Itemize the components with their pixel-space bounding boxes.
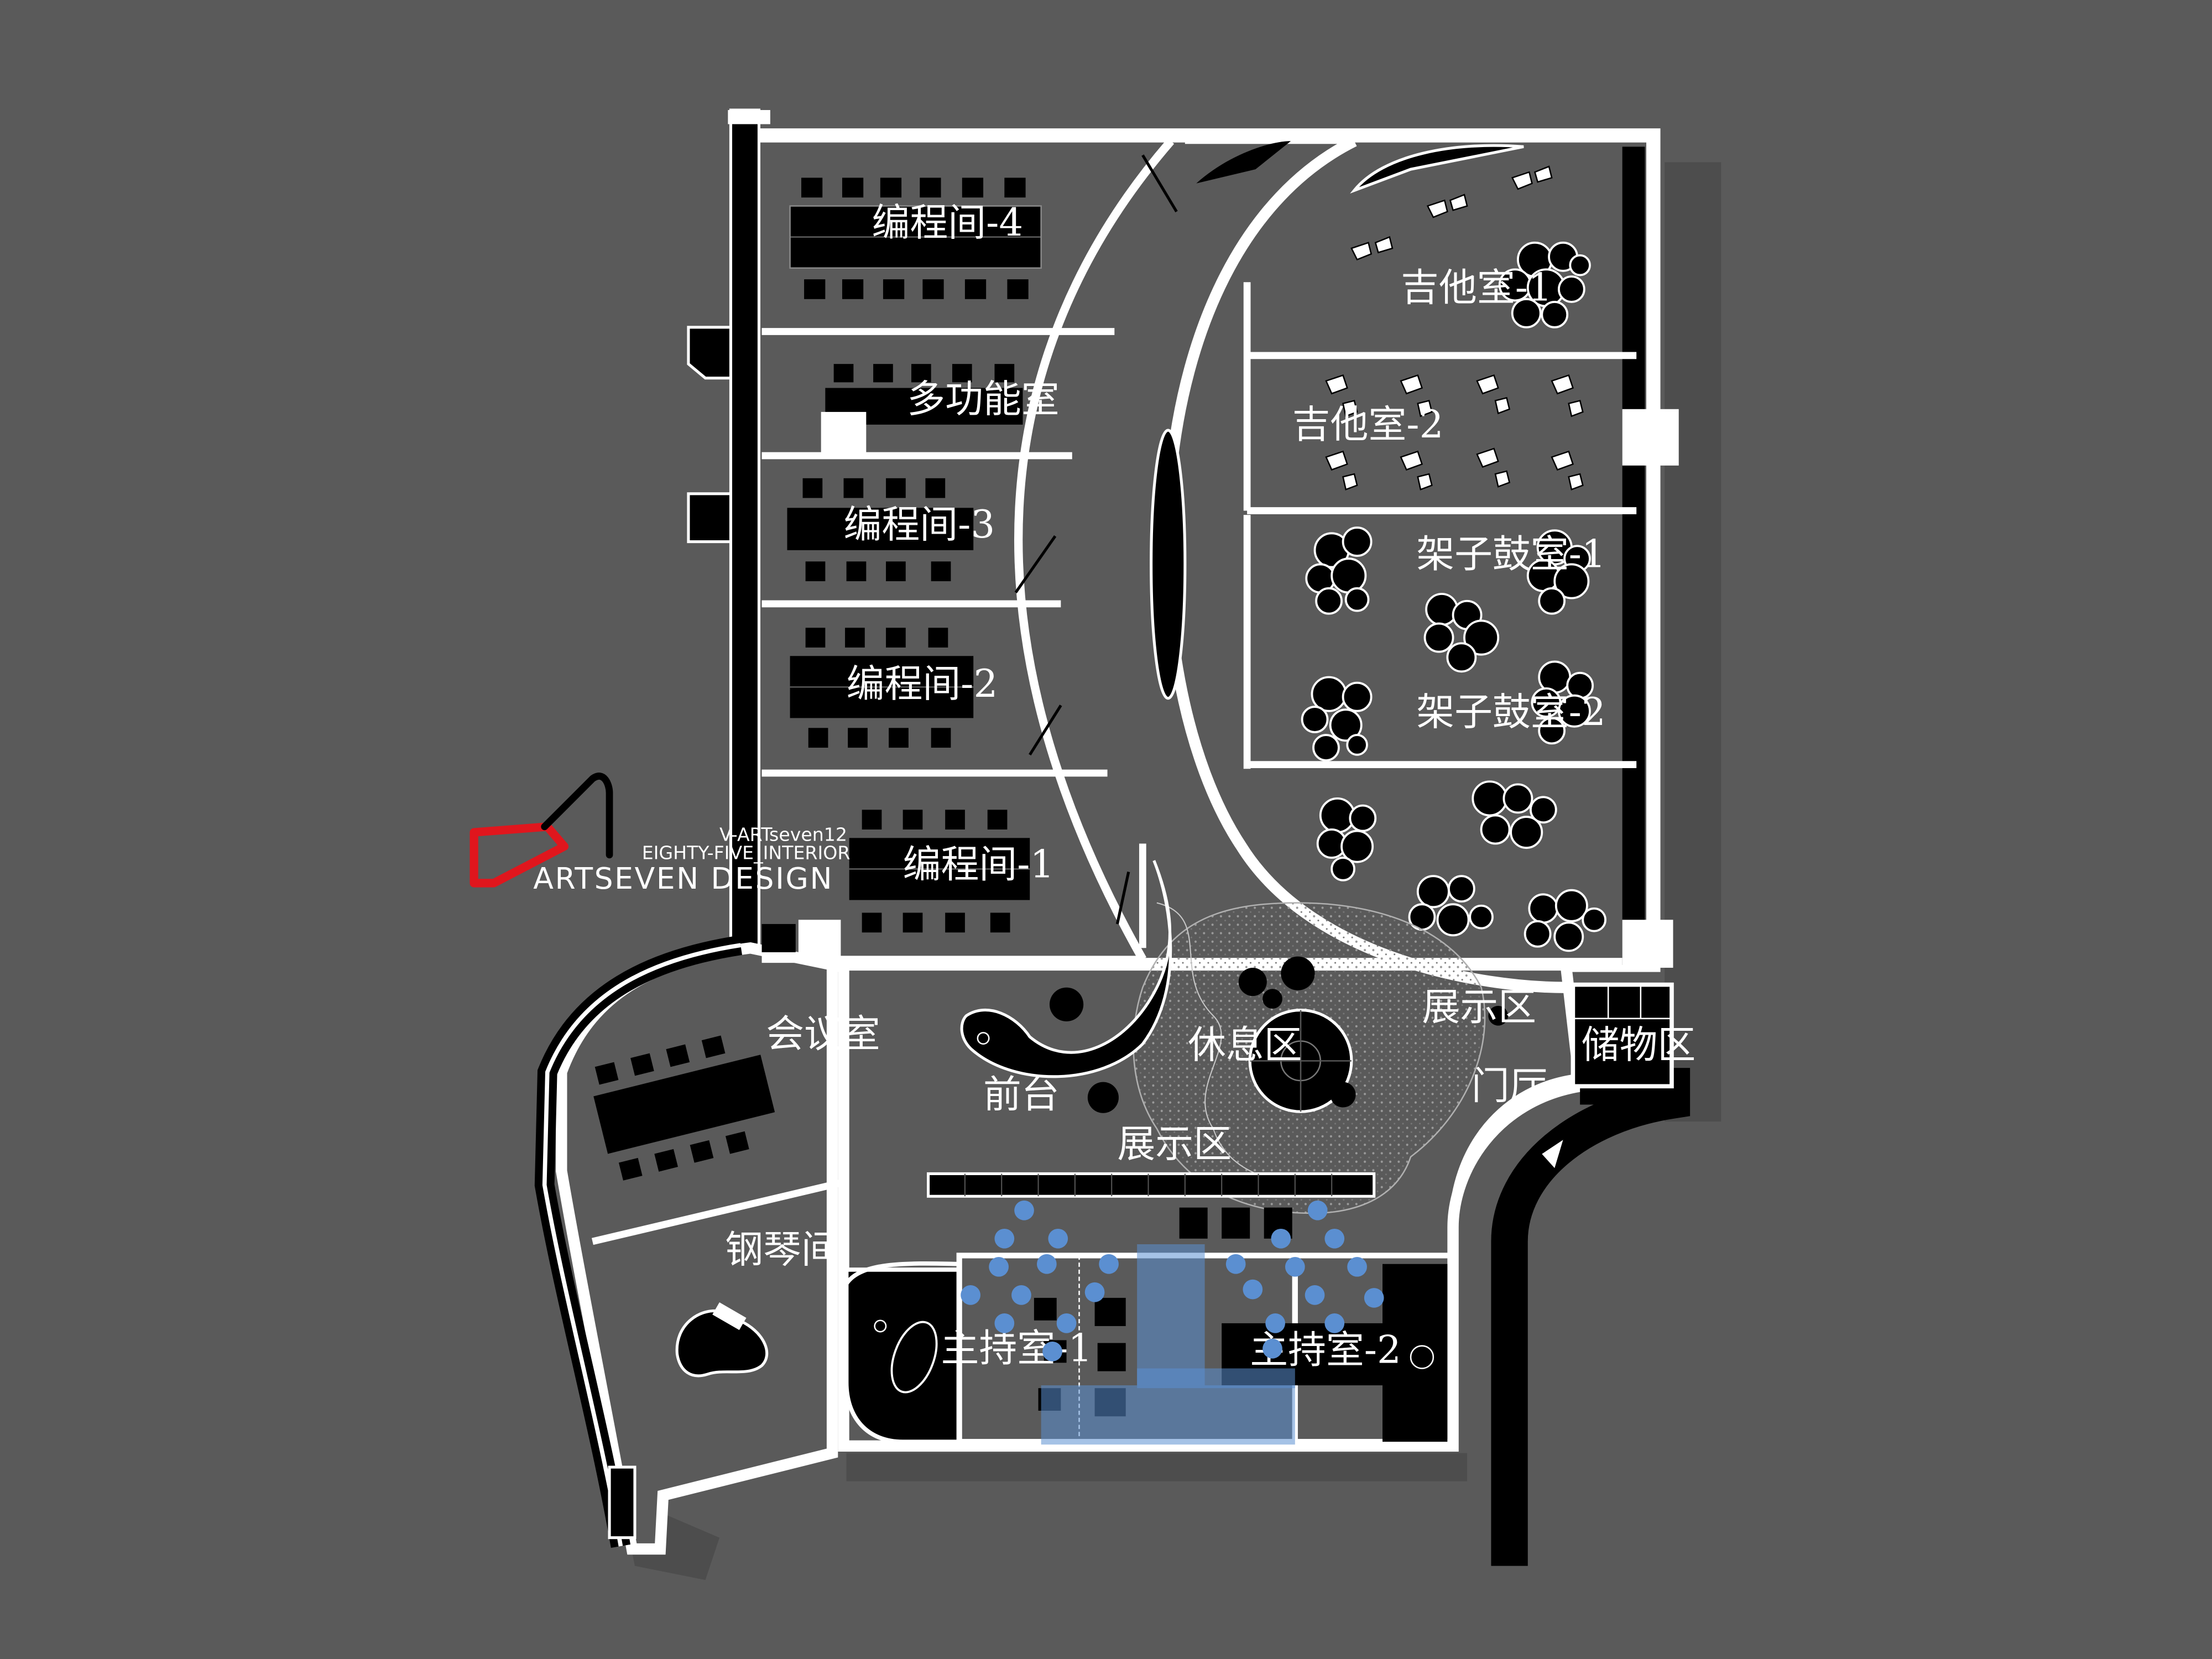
room-guitar-1: 吉他室-1 bbox=[1350, 165, 1591, 328]
room-label-drum1: 架子鼓室-1 bbox=[1416, 533, 1606, 577]
room-label-guitar2: 吉他室-2 bbox=[1292, 403, 1444, 447]
room-programming-2: 编程间-2 bbox=[790, 628, 998, 748]
room-label-program3: 编程间-3 bbox=[844, 503, 995, 547]
room-label-exhibit-lower: 展示区 bbox=[1117, 1122, 1232, 1166]
central-curved-corridor bbox=[1014, 135, 1566, 993]
drum-kits-lower bbox=[1316, 780, 1606, 952]
reception-desk bbox=[960, 860, 1172, 1113]
room-multifunction: 多功能室 bbox=[821, 364, 1060, 455]
corridor-island bbox=[1150, 429, 1187, 700]
room-label-host1: 主持室-1 bbox=[941, 1327, 1093, 1371]
room-host-2: 主持室-2 bbox=[1222, 1253, 1453, 1445]
logo-mark-black bbox=[541, 773, 613, 859]
drum-kit bbox=[1498, 241, 1591, 328]
room-label-program2: 编程间-2 bbox=[847, 662, 998, 706]
room-label-lounge: 休息区 bbox=[1188, 1023, 1302, 1067]
room-programming-4: 编程间-4 bbox=[789, 178, 1042, 299]
display-bench bbox=[927, 1172, 1376, 1239]
meeting-table bbox=[593, 1035, 775, 1181]
room-label-multifunction: 多功能室 bbox=[907, 377, 1059, 421]
logo-line1: V-ARTseven12 bbox=[719, 823, 847, 845]
room-label-program1: 编程间-1 bbox=[903, 843, 1055, 887]
room-guitar-2 bbox=[1325, 374, 1584, 491]
lounge-seating bbox=[1238, 956, 1509, 1113]
room-label-exhibit-upper: 展示区 bbox=[1422, 985, 1536, 1029]
logo-mark-red bbox=[469, 822, 569, 888]
room-label-reception: 前台 bbox=[983, 1073, 1060, 1117]
room-label-program4: 编程间-4 bbox=[872, 201, 1024, 245]
logo-line2: EIGHTY-FIVE_INTERIOR bbox=[642, 842, 851, 864]
artseven-logo: V-ARTseven12 EIGHTY-FIVE_INTERIOR ARTSEV… bbox=[469, 773, 851, 896]
room-drum-1 bbox=[1301, 526, 1594, 761]
blue-overlay bbox=[961, 1200, 1384, 1445]
room-label-lobby: 门厅 bbox=[1472, 1064, 1548, 1108]
room-label-guitar1: 吉他室-1 bbox=[1401, 265, 1552, 310]
room-label-meeting: 会议室 bbox=[766, 1012, 880, 1056]
room-programming-3: 编程间-3 bbox=[787, 478, 995, 582]
room-programming-1: 编程间-1 bbox=[761, 810, 1055, 962]
building-shadow bbox=[620, 162, 1721, 1580]
room-label-piano: 钢琴间 bbox=[725, 1228, 839, 1272]
room-label-storage: 储物区 bbox=[1582, 1023, 1696, 1067]
logo-line3: ARTSEVEN DESIGN bbox=[533, 861, 833, 896]
room-piano: 钢琴间 bbox=[675, 1228, 839, 1378]
room-label-drum2: 架子鼓室-2 bbox=[1416, 690, 1606, 734]
room-meeting: 会议室 bbox=[591, 1012, 880, 1245]
desk bbox=[787, 508, 974, 550]
right-room-dividers bbox=[1243, 282, 1637, 769]
